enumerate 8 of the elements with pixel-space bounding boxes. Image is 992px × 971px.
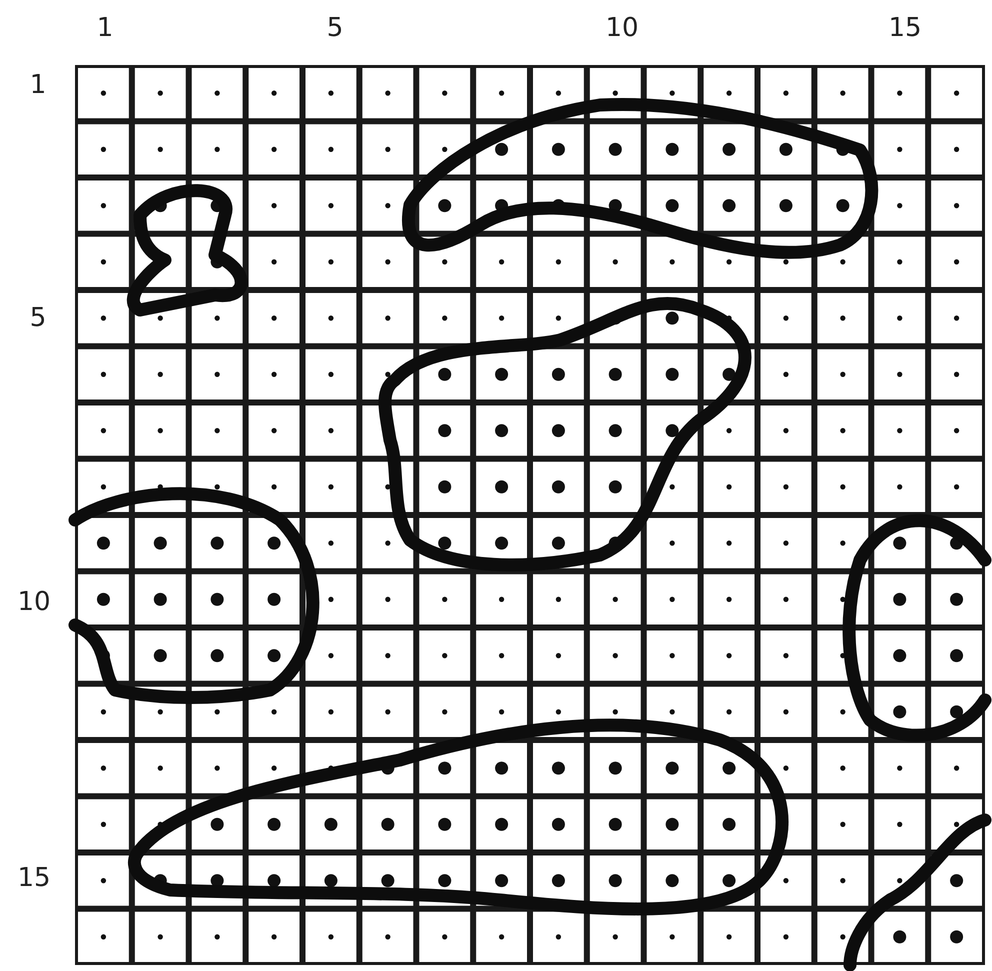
column-number: 15 xyxy=(888,15,922,41)
row-number: 10 xyxy=(17,589,51,615)
column-number: 10 xyxy=(605,15,639,41)
column-number: 5 xyxy=(326,15,344,41)
row-number: 1 xyxy=(30,72,46,98)
column-number: 1 xyxy=(96,15,114,41)
row-number: 15 xyxy=(17,865,51,891)
row-number: 5 xyxy=(30,305,46,331)
